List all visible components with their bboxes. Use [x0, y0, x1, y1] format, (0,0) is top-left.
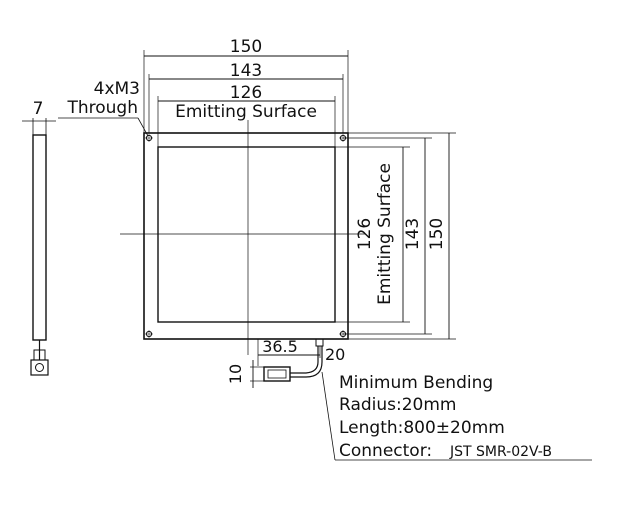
connector-part-number: JST SMR-02V-B	[449, 444, 552, 460]
side-profile	[32, 134, 47, 341]
leader-line	[137, 117, 149, 137]
cable-notes: Minimum Bending Radius:20mm Length:800±2…	[321, 371, 592, 461]
mounting-hole	[145, 330, 153, 338]
outer-width-dim: 150	[230, 37, 262, 57]
front-view	[120, 120, 365, 355]
min-bending-note: Minimum Bending	[339, 373, 493, 393]
cable-wire	[290, 346, 323, 378]
outer-frame	[143, 132, 349, 340]
thickness-dim: 7	[33, 99, 44, 119]
connector-body	[263, 366, 291, 382]
outer-height-dim: 150	[427, 218, 447, 250]
mount-pitch-dim: 143	[230, 61, 262, 81]
cable-wire	[290, 346, 319, 374]
bending-radius-note: Radius:20mm	[339, 395, 456, 415]
hole-through: Through	[66, 98, 138, 118]
hole-spec: 4xM3	[94, 79, 140, 99]
emitting-surface-area	[157, 146, 336, 323]
connector-note-label: Connector:	[339, 441, 432, 461]
cable-length-note: Length:800±20mm	[339, 418, 505, 438]
side-connector	[30, 359, 49, 376]
side-connector-pin	[35, 363, 44, 372]
cable-exit-boot	[315, 338, 324, 347]
mounting-hole	[145, 134, 153, 142]
cable-exit-dim: 20	[325, 345, 345, 364]
right-dimensions: 126 Emitting Surface 143 150	[335, 132, 456, 340]
emit-height-label: Emitting Surface	[375, 163, 395, 305]
emit-height-dim: 126	[355, 218, 375, 250]
emit-width-label: Emitting Surface	[175, 102, 317, 122]
hole-note: 4xM3 Through	[58, 79, 149, 137]
connector-latch	[267, 369, 287, 379]
cable-offset-dim: 36.5	[262, 337, 298, 356]
cable-assembly: 36.5 20 10	[226, 337, 345, 388]
emit-width-dim: 126	[230, 83, 262, 103]
connector-height-dim: 10	[226, 364, 245, 384]
note-leader	[321, 371, 336, 461]
top-dimensions: 150 143 126 Emitting Surface	[143, 37, 349, 147]
pitch-height-dim: 143	[403, 218, 423, 250]
side-view: 7	[22, 99, 56, 376]
